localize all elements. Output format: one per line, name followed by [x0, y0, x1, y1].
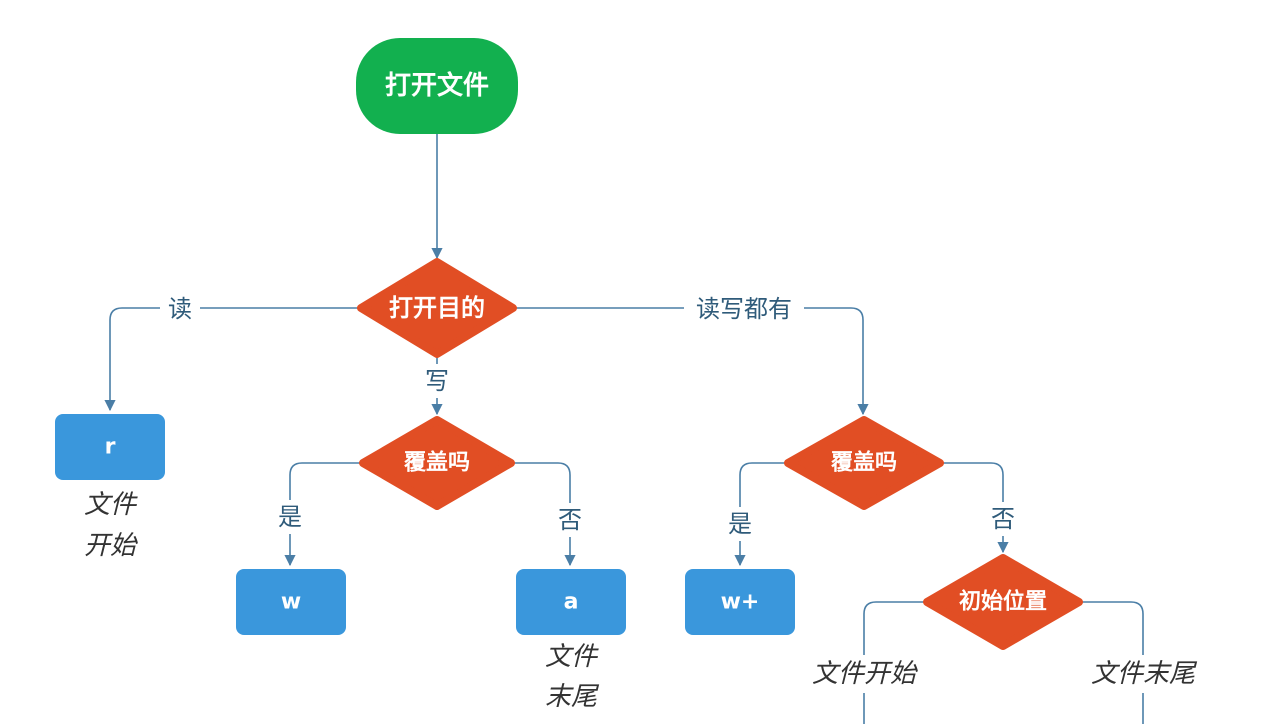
edge-overwrite-write-to-a: [512, 462, 576, 567]
edge-overwrite-readwrite-to-position: [942, 462, 1009, 554]
result-w-label: w: [281, 590, 301, 615]
edge-label-yes-readwrite: 是: [728, 510, 752, 538]
start-node: 打开文件: [356, 38, 518, 134]
result-a-label: a: [564, 590, 579, 615]
decision-purpose-label: 打开目的: [389, 294, 485, 322]
edge-purpose-to-overwrite-readwrite: [514, 307, 869, 416]
edge-labels: 读 写 读写都有 是 否 是 否 文件开始 文件末尾: [160, 292, 1201, 693]
decision-overwrite-write: 覆盖吗: [359, 416, 515, 510]
decision-overwrite-readwrite-label: 覆盖吗: [830, 450, 897, 476]
decision-initial-position: 初始位置: [923, 554, 1083, 650]
edge-label-yes-write: 是: [278, 503, 302, 531]
edge-overwrite-readwrite-to-wplus: [734, 462, 788, 567]
note-r: 文件 开始: [84, 490, 138, 561]
edge-label-no-readwrite: 否: [991, 505, 1015, 533]
decision-overwrite-readwrite: 覆盖吗: [784, 416, 944, 510]
result-a: a: [516, 569, 626, 635]
edge-position-to-file-start: [863, 601, 927, 724]
result-r-label: r: [105, 435, 116, 460]
edge-overwrite-write-to-w: [284, 462, 362, 567]
edge-purpose-to-r: [104, 307, 360, 412]
note-r-line2: 开始: [84, 531, 138, 561]
edge-position-to-file-end: [1080, 601, 1144, 724]
edge-label-file-start: 文件开始: [812, 659, 918, 689]
note-a: 文件 末尾: [545, 642, 600, 712]
edge-label-file-end: 文件末尾: [1091, 659, 1198, 689]
edge-label-read-write: 读写都有: [696, 295, 792, 323]
note-r-line1: 文件: [84, 490, 138, 520]
note-a-line1: 文件: [545, 642, 599, 672]
decision-overwrite-write-label: 覆盖吗: [403, 450, 470, 476]
result-w: w: [236, 569, 346, 635]
decision-initial-position-label: 初始位置: [959, 589, 1047, 615]
edge-label-read: 读: [168, 295, 192, 323]
note-a-line2: 末尾: [545, 682, 600, 712]
edges: [104, 134, 1144, 724]
decision-purpose: 打开目的: [357, 258, 517, 358]
edge-label-no-write: 否: [558, 506, 582, 534]
edge-label-write: 写: [425, 367, 449, 395]
result-w-plus: w+: [685, 569, 795, 635]
result-w-plus-label: w+: [721, 590, 760, 615]
result-r: r: [55, 414, 165, 480]
start-node-label: 打开文件: [385, 70, 489, 101]
